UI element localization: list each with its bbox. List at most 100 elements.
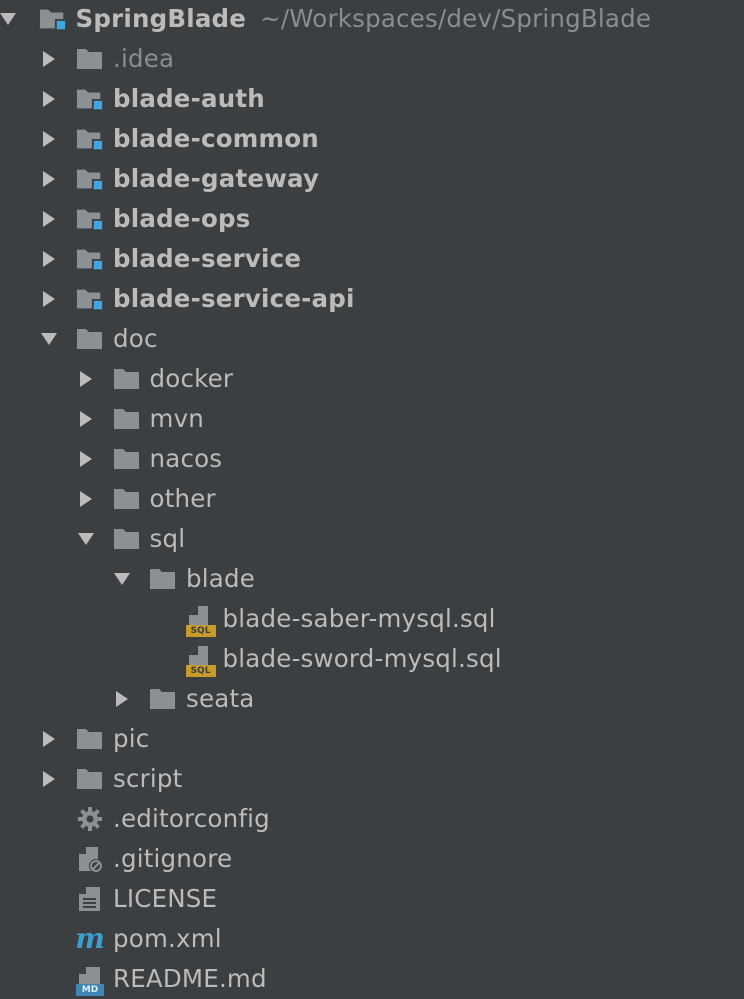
tree-row[interactable]: sql bbox=[0, 519, 744, 559]
tree-item-label: SpringBlade ~/Workspaces/dev/SpringBlade bbox=[76, 0, 652, 39]
tree-row[interactable]: doc bbox=[0, 319, 744, 359]
tree-row[interactable]: blade-ops bbox=[0, 199, 744, 239]
tree-row[interactable]: mvn bbox=[0, 399, 744, 439]
folder-icon bbox=[113, 439, 141, 479]
collapse-arrow-icon[interactable] bbox=[37, 79, 61, 119]
tree-item-label: pom.xml bbox=[113, 919, 222, 959]
tree-row[interactable]: LICENSE bbox=[0, 879, 744, 919]
item-name: sql bbox=[149, 524, 186, 553]
folder-icon bbox=[149, 679, 177, 719]
item-name: other bbox=[149, 484, 216, 513]
collapse-arrow-icon[interactable] bbox=[37, 279, 61, 319]
tree-row[interactable]: blade-service-api bbox=[0, 279, 744, 319]
collapse-arrow-icon[interactable] bbox=[37, 39, 61, 79]
tree-row[interactable]: MD README.md bbox=[0, 959, 744, 999]
project-path: ~/Workspaces/dev/SpringBlade bbox=[260, 4, 652, 33]
module-folder-icon bbox=[39, 0, 67, 39]
item-name: doc bbox=[113, 324, 158, 353]
sql-file-icon: SQL bbox=[185, 599, 218, 639]
tree-row[interactable]: seata bbox=[0, 679, 744, 719]
tree-row[interactable]: pic bbox=[0, 719, 744, 759]
item-name: blade-ops bbox=[113, 204, 251, 233]
expand-arrow-icon[interactable] bbox=[74, 519, 98, 559]
collapse-arrow-icon[interactable] bbox=[74, 399, 98, 439]
folder-icon bbox=[113, 359, 141, 399]
collapse-arrow-icon[interactable] bbox=[37, 759, 61, 799]
folder-icon bbox=[113, 399, 141, 439]
folder-icon bbox=[76, 719, 104, 759]
maven-glyph: m bbox=[75, 922, 105, 955]
md-badge: MD bbox=[76, 984, 104, 996]
folder-icon bbox=[149, 559, 177, 599]
tree-item-label: blade-ops bbox=[113, 199, 251, 239]
tree-item-label: doc bbox=[113, 319, 158, 359]
tree-item-label: blade-service-api bbox=[113, 279, 355, 319]
markdown-file-icon: MD bbox=[76, 959, 104, 999]
item-name: pic bbox=[113, 724, 150, 753]
item-name: .idea bbox=[113, 44, 175, 73]
module-folder-icon bbox=[76, 199, 104, 239]
collapse-arrow-icon[interactable] bbox=[74, 359, 98, 399]
tree-row[interactable]: docker bbox=[0, 359, 744, 399]
tree-item-label: pic bbox=[113, 719, 149, 759]
item-name: LICENSE bbox=[113, 884, 218, 913]
tree-item-label: other bbox=[150, 479, 216, 519]
tree-row[interactable]: blade-common bbox=[0, 119, 744, 159]
tree-row[interactable]: nacos bbox=[0, 439, 744, 479]
tree-item-label: blade-saber-mysql.sql bbox=[223, 599, 496, 639]
tree-row[interactable]: .idea bbox=[0, 39, 744, 79]
item-name: script bbox=[113, 764, 183, 793]
tree-row[interactable]: blade-service bbox=[0, 239, 744, 279]
folder-icon bbox=[76, 319, 104, 359]
expand-arrow-icon[interactable] bbox=[37, 319, 61, 359]
tree-item-label: blade bbox=[186, 559, 255, 599]
folder-icon bbox=[113, 519, 141, 559]
collapse-arrow-icon[interactable] bbox=[37, 199, 61, 239]
collapse-arrow-icon[interactable] bbox=[37, 119, 61, 159]
tree-row[interactable]: script bbox=[0, 759, 744, 799]
collapse-arrow-icon[interactable] bbox=[37, 239, 61, 279]
item-name: docker bbox=[149, 364, 234, 393]
item-name: mvn bbox=[149, 404, 204, 433]
tree-item-label: blade-sword-mysql.sql bbox=[223, 639, 502, 679]
tree-row[interactable]: .editorconfig bbox=[0, 799, 744, 839]
tree-row[interactable]: other bbox=[0, 479, 744, 519]
collapse-arrow-icon[interactable] bbox=[37, 159, 61, 199]
tree-item-label: script bbox=[113, 759, 182, 799]
tree-row[interactable]: SpringBlade ~/Workspaces/dev/SpringBlade bbox=[0, 0, 744, 39]
module-folder-icon bbox=[76, 119, 104, 159]
sql-badge: SQL bbox=[185, 625, 216, 637]
text-file-icon bbox=[76, 879, 104, 919]
tree-item-label: blade-auth bbox=[113, 79, 265, 119]
item-name: seata bbox=[186, 684, 255, 713]
item-name: blade-common bbox=[113, 124, 319, 153]
ignore-file-icon bbox=[76, 839, 104, 879]
item-name: SpringBlade bbox=[75, 4, 247, 33]
tree-item-label: mvn bbox=[150, 399, 205, 439]
expand-arrow-icon[interactable] bbox=[110, 559, 134, 599]
tree-item-label: .editorconfig bbox=[113, 799, 270, 839]
tree-row[interactable]: blade-gateway bbox=[0, 159, 744, 199]
tree-row[interactable]: blade bbox=[0, 559, 744, 599]
module-folder-icon bbox=[76, 159, 104, 199]
tree-row[interactable]: .gitignore bbox=[0, 839, 744, 879]
maven-icon: m bbox=[75, 919, 105, 959]
tree-item-label: LICENSE bbox=[113, 879, 217, 919]
collapse-arrow-icon[interactable] bbox=[74, 479, 98, 519]
tree-item-label: seata bbox=[186, 679, 254, 719]
tree-item-label: README.md bbox=[113, 959, 267, 999]
folder-icon bbox=[113, 479, 141, 519]
collapse-arrow-icon[interactable] bbox=[74, 439, 98, 479]
tree-row[interactable]: blade-auth bbox=[0, 79, 744, 119]
item-name: blade-service-api bbox=[113, 284, 355, 313]
sql-file-icon: SQL bbox=[185, 639, 218, 679]
item-name: README.md bbox=[113, 964, 267, 993]
item-name: blade bbox=[186, 564, 255, 593]
collapse-arrow-icon[interactable] bbox=[37, 719, 61, 759]
tree-row[interactable]: SQL blade-saber-mysql.sql bbox=[0, 599, 744, 639]
expand-arrow-icon[interactable] bbox=[0, 0, 20, 39]
collapse-arrow-icon[interactable] bbox=[110, 679, 134, 719]
